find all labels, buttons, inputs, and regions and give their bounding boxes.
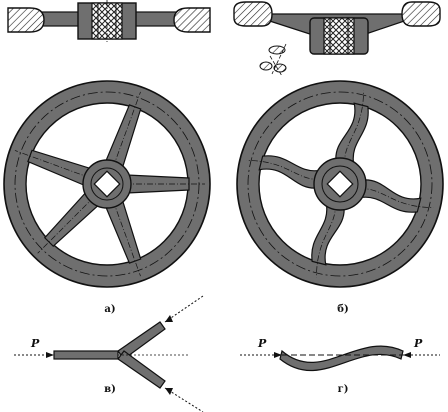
force-label-curved-left: P <box>257 337 267 350</box>
force-label-curved-right: P <box>413 337 423 350</box>
panel-label-g: г) <box>338 384 349 395</box>
handwheel-straight-spokes <box>3 80 211 288</box>
section-view-a <box>7 0 211 44</box>
spoke-load-scheme-curved <box>240 345 440 372</box>
spoke-load-scheme-straight <box>14 295 204 412</box>
section-view-b <box>233 1 441 77</box>
panel-label-b: б) <box>337 304 348 315</box>
panel-label-a: а) <box>104 304 115 315</box>
handwheel-curved-spokes <box>236 80 444 288</box>
force-label-left: P <box>30 337 40 350</box>
panel-label-v: в) <box>104 384 116 395</box>
